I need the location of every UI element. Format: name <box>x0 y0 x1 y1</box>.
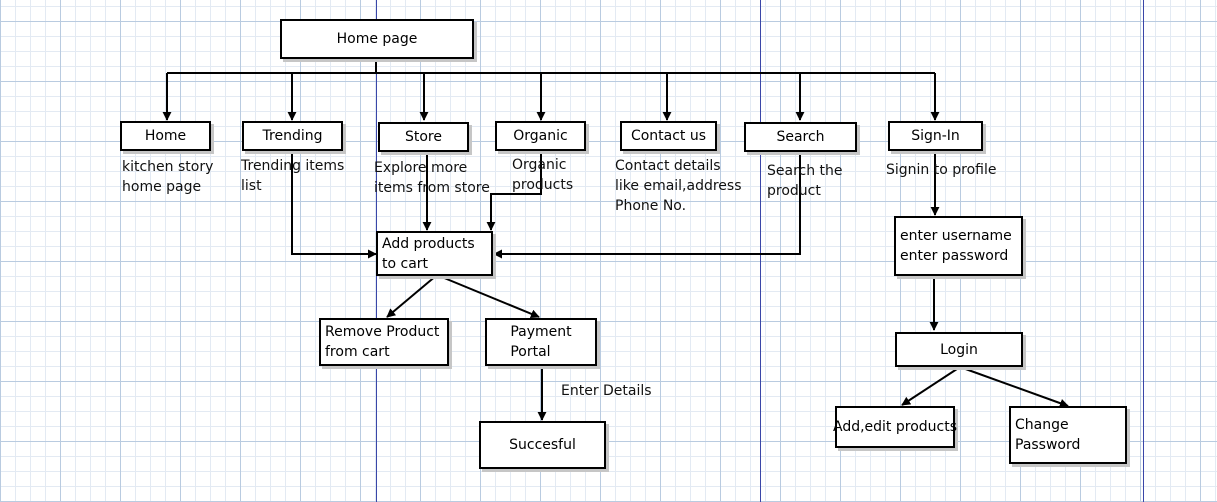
connector-login-to-add-edit <box>901 366 961 406</box>
node-label: Contact us <box>630 128 707 144</box>
node-sign-in[interactable]: Sign-In <box>888 121 983 151</box>
note-trending: Trending items list <box>241 156 344 196</box>
node-succesful[interactable]: Succesful <box>479 421 606 469</box>
note-home: kitchen story home page <box>122 157 213 197</box>
node-label: Search <box>776 129 825 145</box>
node-label: Login <box>940 341 978 358</box>
node-label-block: enter username enter password <box>900 226 1012 266</box>
node-label: Organic <box>513 128 568 144</box>
note-enter-details: Enter Details <box>561 381 652 401</box>
note-line: kitchen story <box>122 159 214 175</box>
node-home-page[interactable]: Home page <box>280 19 474 59</box>
node-trending[interactable]: Trending <box>242 121 343 151</box>
note-line: Contact details <box>615 158 721 174</box>
connector-trending-to-cart <box>291 150 377 259</box>
note-line: Phone No. <box>615 198 687 214</box>
node-label-block: Add products to cart <box>382 234 475 274</box>
node-label: Home page <box>336 31 418 47</box>
note-store: Explore more items from store <box>374 158 490 198</box>
note-line: items from store <box>374 180 490 196</box>
note-line: products <box>512 177 574 193</box>
node-remove-product[interactable]: Remove Product from cart <box>319 318 449 366</box>
node-add-products-to-cart[interactable]: Add products to cart <box>376 231 493 276</box>
node-label-line: Payment <box>510 324 572 340</box>
note-line: Organic <box>512 157 567 173</box>
node-label: Home <box>144 128 187 144</box>
note-line: Search the <box>767 163 843 179</box>
node-label: Succesful <box>509 437 576 453</box>
node-label-block: Remove Product from cart <box>325 322 439 362</box>
page-break-line <box>1143 0 1144 502</box>
note-organic: Organic products <box>512 155 573 195</box>
connector-organic-to-cart <box>486 152 542 231</box>
node-label-line: Remove Product <box>325 324 440 340</box>
node-enter-credentials[interactable]: enter username enter password <box>894 216 1023 276</box>
connector-search-to-cart <box>493 152 801 259</box>
node-home[interactable]: Home <box>120 121 211 151</box>
note-contact-us: Contact details like email,address Phone… <box>615 156 742 216</box>
node-contact-us[interactable]: Contact us <box>620 121 717 151</box>
node-search[interactable]: Search <box>744 122 857 152</box>
note-line: home page <box>122 179 202 195</box>
node-label-line: to cart <box>382 255 429 272</box>
note-search: Search the product <box>767 161 843 201</box>
note-line: Explore more <box>374 160 468 176</box>
connector-login-to-change-password <box>959 366 1069 408</box>
node-label-line: Password <box>1015 437 1081 453</box>
note-line: list <box>241 178 262 194</box>
note-line: Signin to profile <box>886 162 997 178</box>
note-line: product <box>767 183 821 199</box>
node-label: Trending <box>262 128 323 144</box>
note-line: like email,address <box>615 178 742 194</box>
node-add-edit-products[interactable]: Add,edit products <box>832 406 958 448</box>
connector-cart-to-payment <box>436 274 540 319</box>
note-sign-in: Signin to profile <box>886 160 996 180</box>
node-label-line: enter username <box>900 228 1012 244</box>
node-label-line: from cart <box>325 344 390 360</box>
node-store[interactable]: Store <box>378 122 469 152</box>
node-label-line: Change <box>1015 417 1069 433</box>
page-break-line <box>760 0 761 502</box>
node-label: Add,edit products <box>832 419 958 435</box>
connector-cart-to-remove <box>386 274 438 318</box>
node-label-line: Portal <box>510 344 551 360</box>
node-label: Sign-In <box>911 128 960 144</box>
node-label-line: enter password <box>900 248 1009 264</box>
node-login[interactable]: Login <box>895 332 1023 367</box>
node-organic[interactable]: Organic <box>495 121 586 151</box>
node-label: Store <box>404 129 442 145</box>
note-line: Trending items <box>241 158 345 174</box>
note-line: Enter Details <box>561 383 652 399</box>
node-label-line: Add products <box>382 235 475 252</box>
